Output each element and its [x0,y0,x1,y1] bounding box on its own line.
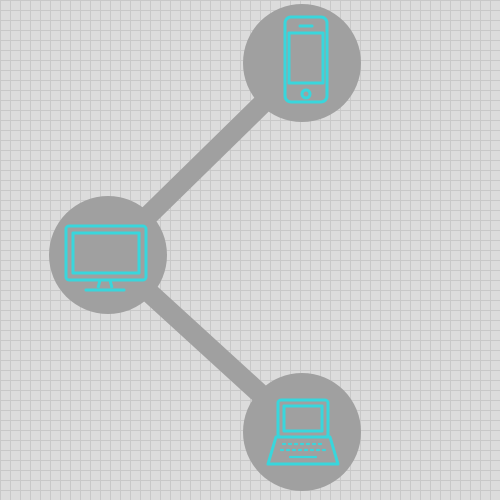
node-smartphone [243,4,361,122]
node-circle [243,4,361,122]
laptop-icon [266,398,340,466]
node-laptop [243,373,361,491]
smartphone-icon [283,15,329,104]
monitor-icon [64,224,148,292]
node-monitor [49,196,167,314]
